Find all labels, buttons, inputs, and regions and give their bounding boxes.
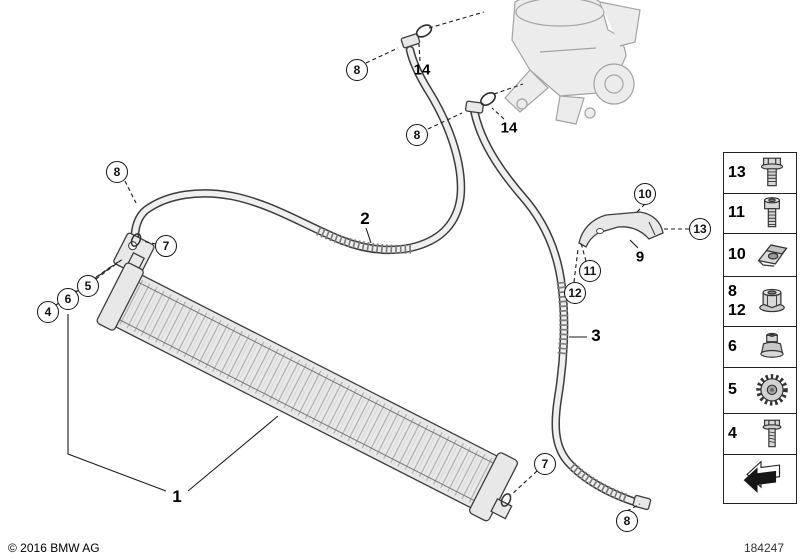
legend-box-4[interactable]: 4 [723, 413, 797, 455]
legend-box-6[interactable]: 6 [723, 326, 797, 368]
clip-7b [500, 493, 512, 507]
corrugated-section [568, 462, 628, 503]
pipe3-top-fitting [464, 100, 484, 114]
oil-filter-housing [504, 0, 641, 125]
holder-bracket-9 [578, 211, 664, 248]
sealing-ring-14b [480, 92, 496, 106]
diagram-number: 184247 [743, 541, 784, 555]
callout-7[interactable]: 7 [534, 453, 556, 475]
label-9[interactable]: 9 [635, 248, 645, 266]
pipe3-bottom-fitting [632, 494, 652, 511]
label-2[interactable]: 2 [360, 209, 370, 228]
pipe2-top-fitting [400, 33, 421, 49]
oil-cooler-line-3 [464, 100, 652, 511]
label-3[interactable]: 3 [591, 326, 601, 345]
legend-number: 6 [728, 337, 737, 355]
cooler-outlet-stub [490, 498, 513, 520]
callout-6[interactable]: 6 [57, 288, 79, 310]
oil-cooler-line-2 [130, 33, 466, 263]
legend-number: 11 [728, 204, 745, 222]
sheet-metal-clip-icon [750, 235, 794, 275]
engine-oil-cooler [96, 232, 519, 522]
fastener-legend: 13 11 [723, 152, 797, 504]
legend-box-8-12[interactable]: 8 12 [723, 275, 797, 328]
callout-13[interactable]: 13 [689, 218, 711, 240]
copyright-text: © 2016 BMW AG [8, 541, 100, 555]
leader-lines-solid [67, 227, 639, 492]
callout-12[interactable]: 12 [564, 282, 586, 304]
callout-4[interactable]: 4 [37, 301, 59, 323]
flange-nut-icon [750, 280, 794, 324]
legend-number: 4 [728, 424, 737, 442]
callout-8[interactable]: 8 [406, 124, 428, 146]
callout-11[interactable]: 11 [579, 260, 601, 282]
legend-number: 8 12 [728, 283, 746, 319]
knurled-mount-nut-icon [750, 370, 794, 412]
callout-8[interactable]: 8 [346, 59, 368, 81]
cooler-right-tank [469, 452, 519, 522]
callout-5[interactable]: 5 [77, 275, 99, 297]
callout-7[interactable]: 7 [155, 235, 177, 257]
callout-10[interactable]: 10 [634, 183, 656, 205]
direction-arrow-icon [728, 457, 794, 501]
legend-box-10[interactable]: 10 [723, 233, 797, 277]
rubber-grommet-icon [750, 328, 794, 366]
callout-8[interactable]: 8 [106, 161, 128, 183]
label-14[interactable]: 14 [500, 119, 518, 137]
legend-number: 5 [728, 381, 737, 399]
hex-bolt-icon [750, 415, 794, 453]
cooler-left-tank [96, 262, 144, 331]
socket-head-bolt-icon [750, 195, 794, 233]
label-14[interactable]: 14 [413, 61, 431, 79]
legend-box-11[interactable]: 11 [723, 192, 797, 235]
flange-bolt-icon [750, 154, 794, 192]
legend-number: 10 [728, 245, 746, 263]
legend-box-arrow[interactable] [723, 453, 797, 504]
label-1[interactable]: 1 [172, 487, 182, 506]
legend-number: 13 [728, 163, 746, 181]
legend-box-13[interactable]: 13 [723, 152, 797, 194]
clip-7a [130, 233, 142, 247]
callout-8[interactable]: 8 [616, 510, 638, 532]
legend-box-5[interactable]: 5 [723, 366, 797, 415]
